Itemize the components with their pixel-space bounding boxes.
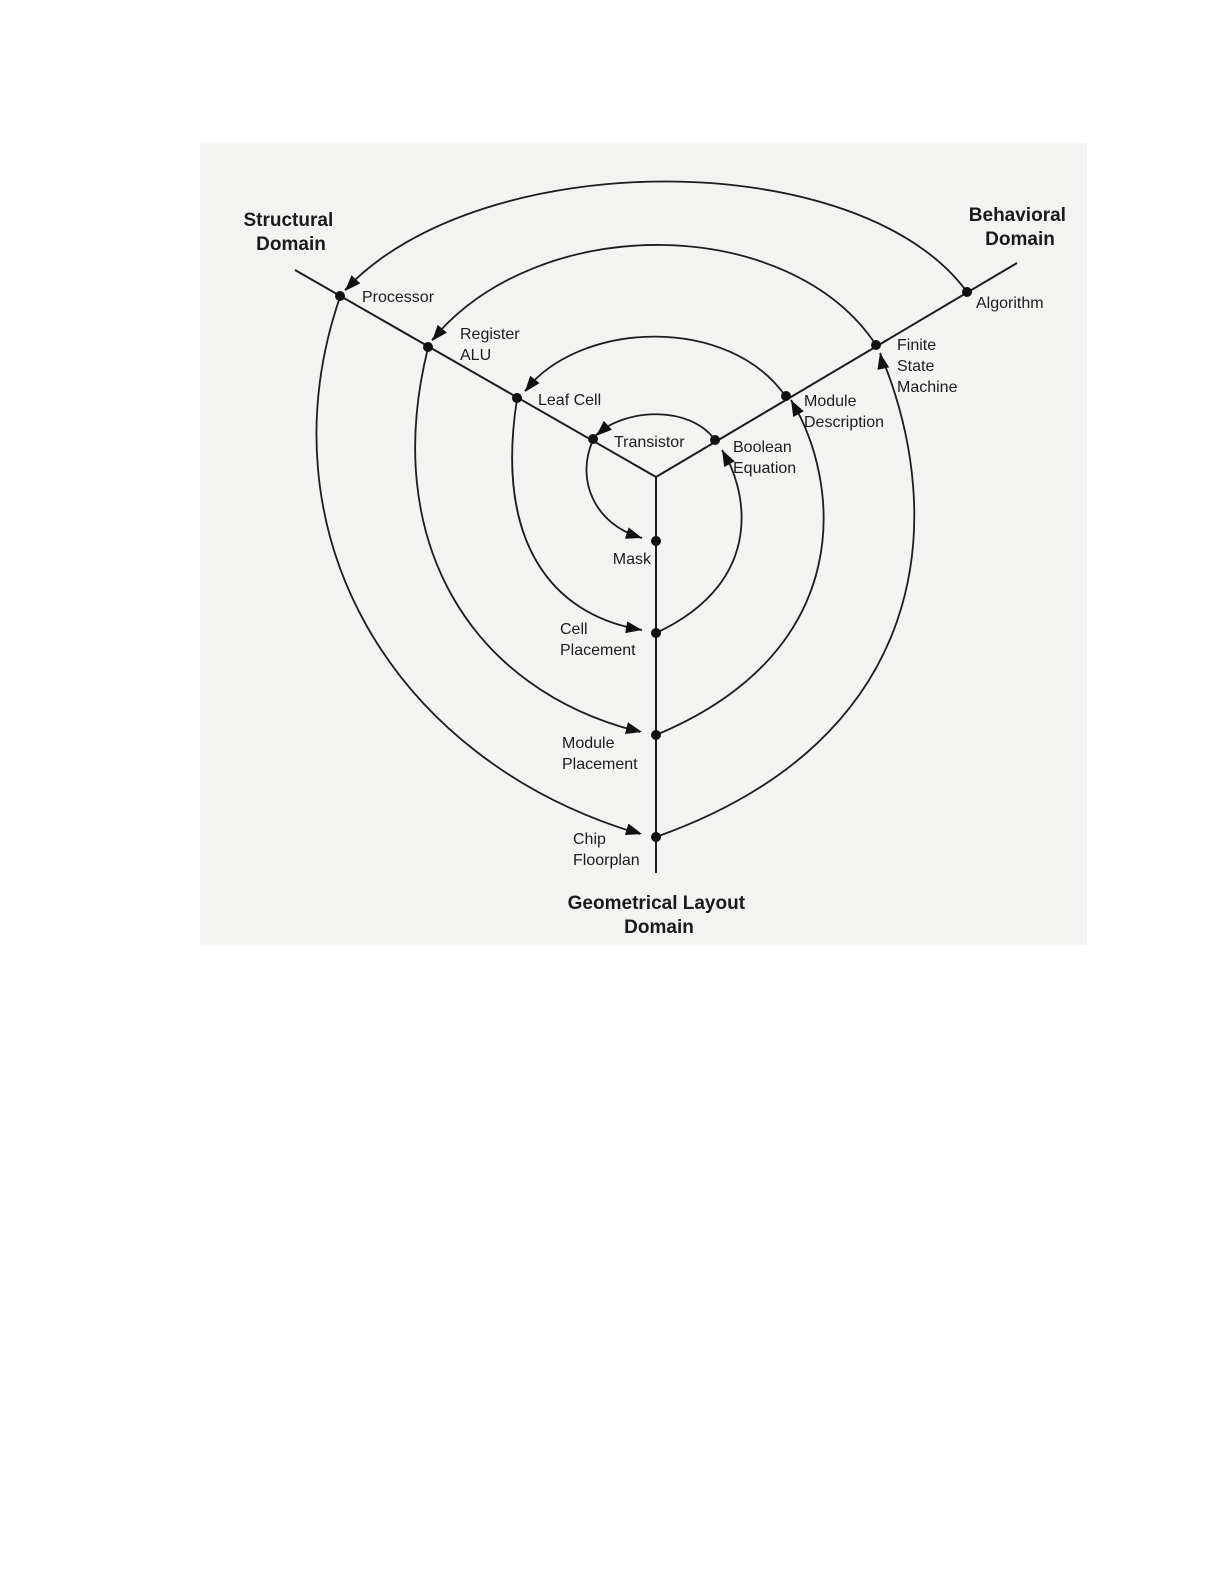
label-chip-floorplan-line-2: Floorplan [573,852,640,869]
node-algorithm [962,287,972,297]
node-mask [651,536,661,546]
label-processor: Processor [362,289,435,306]
label-chip-floorplan: Chip Floorplan [573,831,640,869]
label-module-description-line-2: Description [804,414,884,431]
geometrical-domain-title: Geometrical Layout Domain [568,893,751,938]
label-leaf-cell-line-1: Leaf Cell [538,392,601,409]
label-fsm-line-2: State [897,358,934,375]
label-cell-placement-line-2: Placement [560,642,636,659]
label-module-description: Module Description [804,393,884,431]
nodes [335,287,972,842]
node-processor [335,291,345,301]
label-module-placement-line-1: Module [562,735,615,752]
node-finite-state-machine [871,340,881,350]
arrowhead [625,722,643,738]
node-module-placement [651,730,661,740]
curve-geometrical-to-behavioral-third [656,450,742,633]
node-boolean-equation [710,435,720,445]
behavioral-axis [656,263,1017,477]
label-register-alu-line-2: ALU [460,347,491,364]
curve-structural-to-geometrical-inner [586,440,642,538]
label-boolean-equation-line-2: Equation [733,460,796,477]
node-chip-floorplan [651,832,661,842]
label-finite-state-machine: Finite State Machine [897,337,958,396]
node-module-description [781,391,791,401]
structural-axis [295,270,656,477]
label-mask-line-1: Mask [613,551,652,568]
curve-structural-to-geometrical-outer [316,297,640,834]
structural-domain-line-2: Domain [256,234,326,255]
curve-structural-to-geometrical-second [415,348,640,732]
label-algorithm: Algorithm [976,295,1044,312]
label-module-placement: Module Placement [562,735,638,773]
behavioral-domain-line-2: Domain [985,229,1055,250]
geometrical-domain-line-1: Geometrical Layout [568,893,746,914]
label-algorithm-line-1: Algorithm [976,295,1044,312]
node-leaf-cell [512,393,522,403]
structural-domain-title: Structural Domain [243,210,338,255]
structural-domain-line-1: Structural [243,210,333,231]
label-boolean-equation: Boolean Equation [733,439,796,477]
label-boolean-equation-line-1: Boolean [733,439,792,456]
arrowhead [625,527,644,543]
label-processor-line-1: Processor [362,289,435,306]
label-module-description-line-1: Module [804,393,857,410]
label-module-placement-line-2: Placement [562,756,638,773]
label-fsm-line-3: Machine [897,379,958,396]
label-leaf-cell: Leaf Cell [538,392,601,409]
arrowhead [625,621,643,636]
arrowhead [874,352,889,370]
curve-behavioral-to-structural-third [525,337,786,397]
label-register-alu-line-1: Register [460,326,520,343]
label-cell-placement-line-1: Cell [560,621,588,638]
label-mask: Mask [613,551,652,568]
node-register-alu [423,342,433,352]
axes [295,263,1017,873]
label-transistor: Transistor [614,434,685,451]
node-cell-placement [651,628,661,638]
label-chip-floorplan-line-1: Chip [573,831,606,848]
label-transistor-line-1: Transistor [614,434,685,451]
arrowhead [625,824,644,840]
curve-behavioral-to-structural-outer [345,181,967,292]
geometrical-domain-line-2: Domain [624,917,694,938]
behavioral-domain-line-1: Behavioral [969,205,1066,226]
label-register-alu: Register ALU [460,326,524,364]
label-fsm-line-1: Finite [897,337,936,354]
node-transistor [588,434,598,444]
abstraction-curves [316,181,967,837]
behavioral-domain-title: Behavioral Domain [969,205,1071,250]
